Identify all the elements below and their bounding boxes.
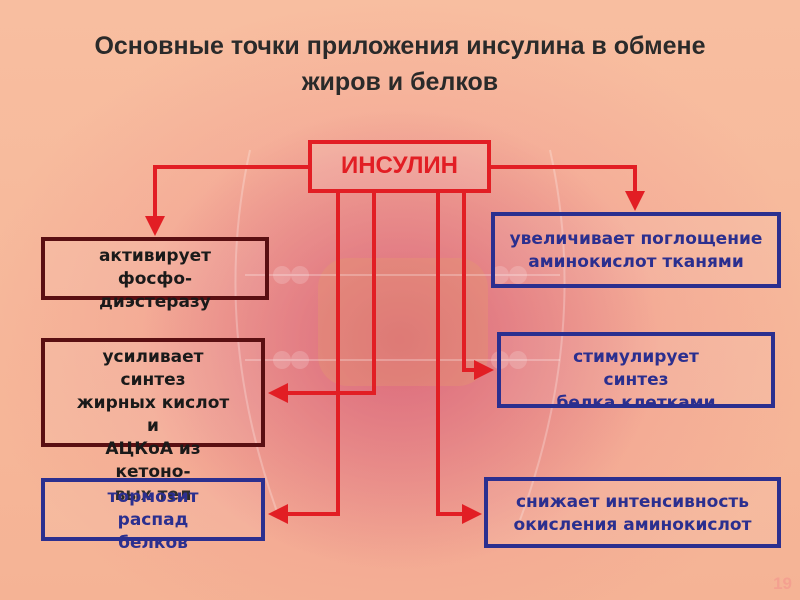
box-line: жирных кислот [45, 392, 261, 415]
box-line: окисления аминокислот [488, 514, 777, 537]
box-line: активирует [45, 245, 265, 268]
box-enhances-fatty-acid-synthesis: усиливает синтез жирных кислот и АЦКоА и… [41, 338, 265, 447]
box-reduces-amino-oxidation: снижает интенсивность окисления аминокис… [484, 477, 781, 548]
arrow-to-amino-uptake [491, 167, 635, 207]
box-line: увеличивает поглощение [495, 228, 777, 251]
arrow-to-fatty-acid-synthesis [272, 193, 374, 393]
arrow-to-amino-oxidation [438, 193, 478, 514]
box-line: АЦКоА из [45, 438, 261, 461]
box-line: тормозит [45, 486, 261, 509]
box-line: и [45, 415, 261, 438]
box-increases-amino-uptake: увеличивает поглощение аминокислот тканя… [491, 212, 781, 288]
box-line: белков [45, 532, 261, 555]
box-line: белка клетками [501, 392, 771, 415]
box-inhibits-protein-breakdown: тормозит распад белков [41, 478, 265, 541]
box-line: распад [45, 509, 261, 532]
box-line: снижает интенсивность [488, 491, 777, 514]
box-line: диэстеразу [45, 291, 265, 314]
insulin-label: ИНСУЛИН [312, 144, 487, 188]
box-line: аминокислот тканями [495, 251, 777, 274]
arrow-to-phosphodiesterase [155, 167, 310, 232]
page-number: 19 [773, 574, 792, 594]
arrow-to-protein-synthesis [464, 193, 490, 370]
box-line: синтез [45, 369, 261, 392]
arrow-to-protein-breakdown [272, 193, 338, 514]
insulin-box: ИНСУЛИН [308, 140, 491, 193]
box-line: синтез [501, 369, 771, 392]
box-line: фосфо- [45, 268, 265, 291]
box-stimulates-protein-synthesis: стимулирует синтез белка клетками [497, 332, 775, 408]
box-line: стимулирует [501, 346, 771, 369]
box-line: усиливает [45, 346, 261, 369]
box-activates-phosphodiesterase: активирует фосфо- диэстеразу [41, 237, 269, 300]
